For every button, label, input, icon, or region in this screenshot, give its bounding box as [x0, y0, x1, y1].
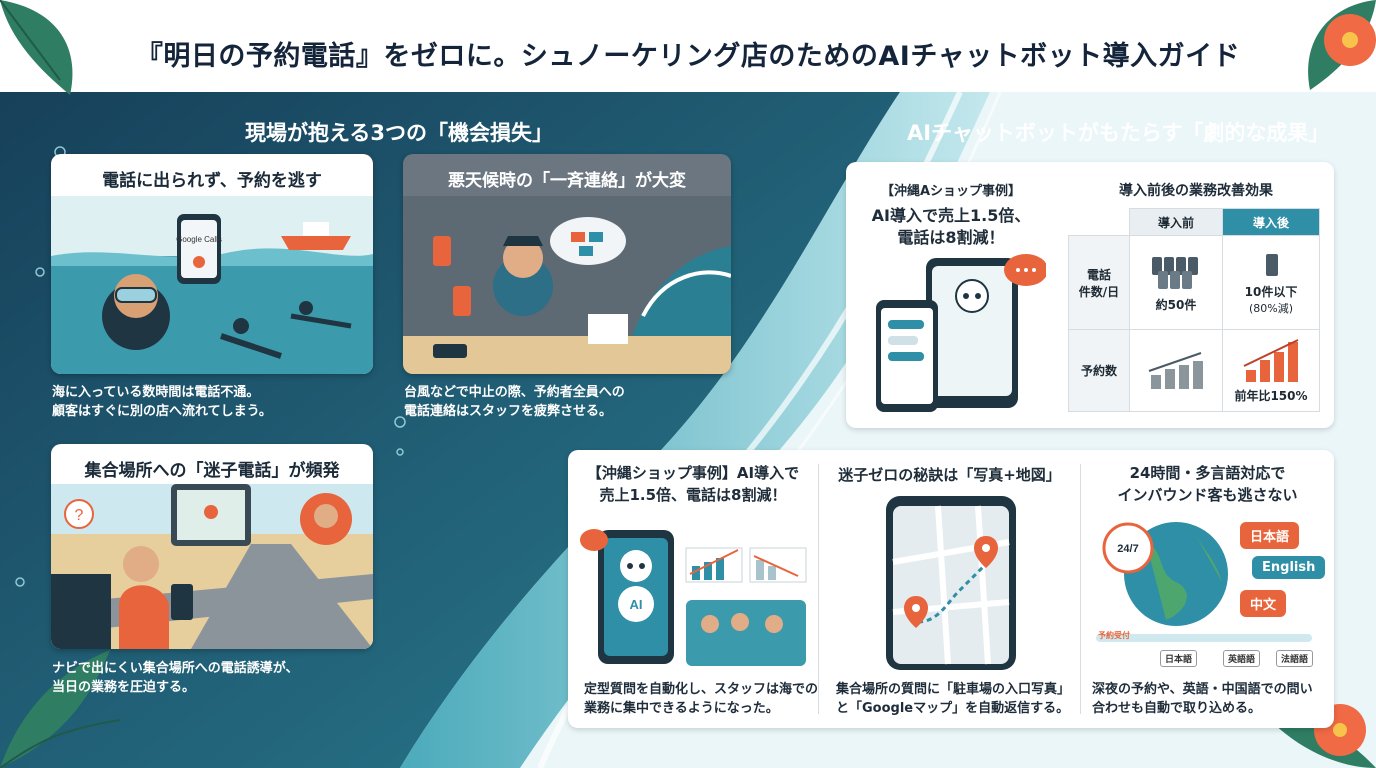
divider: [1080, 464, 1081, 714]
benefit-a-title-1: 【沖縄ショップ事例】AI導入で: [586, 464, 800, 482]
benefit-c-title-2: インバウンド客も逃さない: [1117, 486, 1298, 504]
hibiscus-decoration: [1308, 0, 1376, 90]
calls-after-note: (80%減): [1248, 301, 1294, 315]
caption-line: 定型質問を自動化し、スタッフは海での: [584, 682, 819, 697]
reservations-after-value: 前年比150%: [1234, 388, 1308, 403]
row-reservations-label: 予約数: [1068, 329, 1130, 412]
problem-caption-1: 海に入っている数時間は電話不通。 顧客はすぐに別の店へ流れてしまう。: [52, 383, 272, 421]
calls-after-cell: 10件以下 (80%減): [1221, 235, 1321, 330]
timeline-bar: [1096, 634, 1312, 642]
caption-line: 電話連絡はスタッフを疲弊させる。: [404, 404, 613, 419]
problem-card-bulk-contact: 悪天候時の「一斉連絡」が大変: [403, 154, 731, 374]
problem-caption-3: ナビで出にくい集合場所への電話誘導が、 当日の業務を圧迫する。: [52, 659, 298, 697]
caption-line: と「Googleマップ」を自動返信する。: [836, 701, 1070, 716]
svg-text:?: ?: [75, 507, 84, 524]
language-tag-english: English: [1252, 556, 1326, 579]
flat-growth-chart-icon: [1148, 352, 1203, 389]
clock-label: 24/7: [1117, 543, 1138, 555]
caption-line: 深夜の予約や、英語・中国語での問い: [1092, 682, 1313, 697]
col-before: 導入前: [1129, 208, 1223, 236]
benefit-c-caption: 深夜の予約や、英語・中国語での問い 合わせも自動で取り込める。: [1092, 680, 1313, 718]
reservations-after-cell: 前年比150%: [1221, 329, 1321, 412]
case-headline-1: AI導入で売上1.5倍、: [871, 206, 1031, 225]
caption-line: 顧客はすぐに別の店へ流れてしまう。: [52, 404, 272, 419]
row-calls-label: 電話 件数/日: [1068, 235, 1130, 330]
calls-before-value: 約50件: [1155, 297, 1197, 312]
problem-caption-2: 台風などで中止の際、予約者全員への 電話連絡はスタッフを疲弊させる。: [404, 383, 625, 421]
problem-card-lost-customers: 集合場所への「迷子電話」が頻発 ?: [51, 444, 373, 649]
page-title: 『明日の予約電話』をゼロに。シュノーケリング店のためのAIチャットボット導入ガイ…: [135, 41, 1241, 72]
palm-leaf-decoration: [0, 0, 73, 95]
benefit-a-title-2: 売上1.5倍、電話は8割減！: [599, 486, 787, 504]
case-headline-2: 電話は8割減！: [897, 228, 1005, 247]
comparison-table: 導入前 導入後 電話 件数/日 約50件: [1068, 208, 1321, 412]
problem-card-missed-calls: 電話に出られず、予約を逃す Google Calls: [51, 154, 373, 374]
divider: [818, 464, 819, 714]
caption-line: ナビで出にくい集合場所への電話誘導が、: [52, 661, 299, 676]
case-study-panel: 【沖縄Aショップ事例】 AI導入で売上1.5倍、 電話は8割減！ 導入前後の業務…: [846, 162, 1334, 428]
calls-after-value: 10件以下: [1244, 284, 1298, 299]
comparison-title: 導入前後の業務改善効果: [1119, 183, 1273, 199]
case-label: 【沖縄Aショップ事例】: [880, 184, 1022, 199]
snorkeling-illustration: Google Calls: [51, 196, 373, 374]
benefit-b-title: 迷子ゼロの秘訣は「写真+地図」: [838, 466, 1061, 484]
label-line: 電話: [1086, 267, 1111, 282]
language-tag-chinese: 中文: [1240, 590, 1287, 617]
corner-cell: [1069, 209, 1130, 236]
timeline-tag-1: 日本語: [1160, 650, 1198, 667]
phone-screen-label: Google Calls: [176, 235, 222, 244]
language-tag-japanese: 日本語: [1240, 522, 1300, 549]
timeline-tag-3: 法語語: [1276, 650, 1314, 667]
caption-line: 台風などで中止の際、予約者全員への: [404, 385, 625, 400]
palm-leaf-decoration-bottom: [0, 650, 120, 768]
caption-line: 海に入っている数時間は電話不通。: [52, 385, 260, 400]
benefit-c-title-1: 24時間・多言語対応で: [1129, 464, 1286, 482]
globe-clock-illustration: 24/7: [1102, 522, 1228, 626]
timeline-tag-2: 英語語: [1223, 650, 1261, 667]
right-section-heading: AIチャットボットがもたらす「劇的な成果」: [907, 121, 1330, 145]
many-phones-icon: [1151, 256, 1198, 289]
header-background: [0, 0, 1376, 92]
bot-label: AI: [630, 597, 643, 612]
card-title: 悪天候時の「一斉連絡」が大変: [448, 171, 686, 191]
lost-driver-illustration: ?: [51, 484, 373, 649]
benefit-b-caption: 集合場所の質問に「駐車場の入口写真」 と「Googleマップ」を自動返信する。: [836, 680, 1070, 718]
growth-chart-icon: [1243, 338, 1299, 382]
card-title: 電話に出られず、予約を逃す: [102, 171, 322, 191]
timeline-label: 予約受付: [1098, 631, 1130, 640]
caption-line: 業務に集中できるようになった。: [584, 701, 779, 716]
chatbot-device-illustration: [876, 254, 1046, 412]
caption-line: 集合場所の質問に「駐車場の入口写真」: [836, 682, 1071, 697]
benefit-a-caption: 定型質問を自動化し、スタッフは海での 業務に集中できるようになった。: [584, 680, 818, 718]
calls-before-cell: 約50件: [1129, 235, 1223, 330]
chatbot-results-illustration: AI: [580, 529, 807, 666]
storm-illustration: [403, 196, 731, 374]
benefits-panel: 【沖縄ショップ事例】AI導入で 売上1.5倍、電話は8割減！ AI 定型質問を自…: [568, 450, 1334, 728]
map-phone-illustration: [886, 496, 1016, 670]
caption-line: 合わせも自動で取り込める。: [1092, 701, 1262, 716]
label-line: 件数/日: [1078, 284, 1120, 299]
single-phone-icon: [1265, 253, 1278, 276]
col-after: 導入後: [1221, 208, 1321, 236]
card-title: 集合場所への「迷子電話」が頻発: [84, 461, 340, 481]
reservations-before-cell: [1129, 329, 1223, 412]
left-section-heading: 現場が抱える3つの「機会損失」: [245, 121, 553, 145]
caption-line: 当日の業務を圧迫する。: [52, 680, 196, 695]
